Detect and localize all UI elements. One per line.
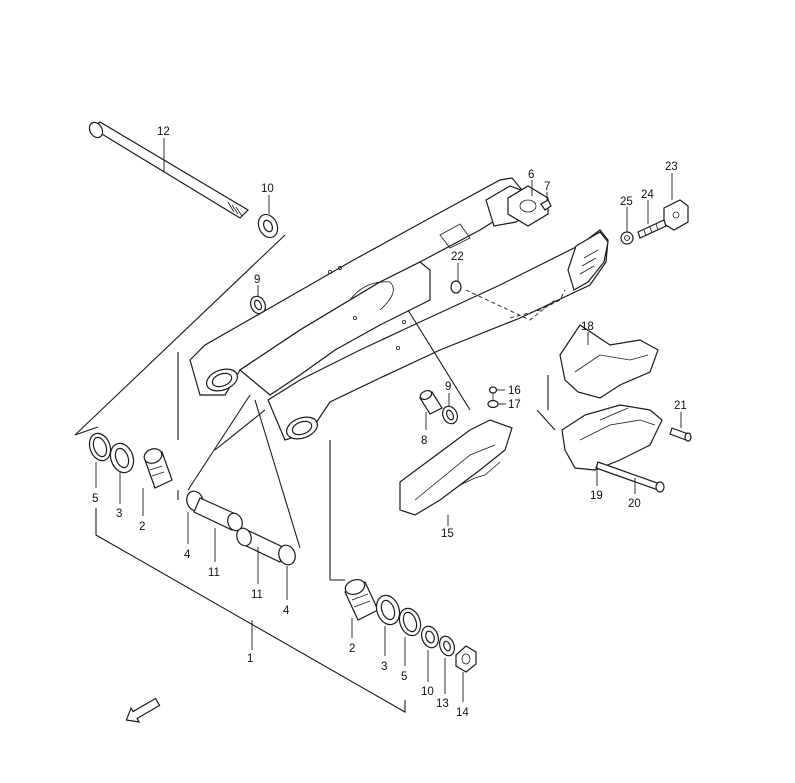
washer-17 xyxy=(487,399,499,409)
callout-25: 25 xyxy=(620,196,633,208)
callout-7: 7 xyxy=(544,181,550,193)
callout-18: 18 xyxy=(581,321,594,333)
callout-3-left: 3 xyxy=(116,508,122,520)
bolt-24 xyxy=(637,219,667,239)
callout-8: 8 xyxy=(421,435,427,447)
chain-slider-15 xyxy=(399,419,513,516)
callout-23: 23 xyxy=(665,161,678,173)
callout-5-right: 5 xyxy=(401,671,407,683)
callout-13: 13 xyxy=(436,698,449,710)
chain-adjuster-plate xyxy=(507,185,552,227)
assembly-lines xyxy=(74,234,406,713)
callout-11-left: 11 xyxy=(208,567,220,579)
callout-15: 15 xyxy=(441,528,454,540)
callout-10-top: 10 xyxy=(261,183,274,195)
callout-labels: 1 2 2 3 3 4 4 5 5 6 7 8 9 9 10 10 11 11 … xyxy=(92,126,687,719)
collar-22 xyxy=(450,280,462,294)
callout-12: 12 xyxy=(157,126,170,138)
callout-1: 1 xyxy=(247,653,253,665)
right-bearing-set xyxy=(344,578,477,673)
callout-16: 16 xyxy=(508,385,521,397)
callout-14: 14 xyxy=(456,707,469,719)
callout-17: 17 xyxy=(508,399,521,411)
callout-11-right: 11 xyxy=(251,589,263,601)
callout-9-right: 9 xyxy=(445,381,451,393)
callout-2-right: 2 xyxy=(349,643,355,655)
callout-22: 22 xyxy=(451,251,464,263)
chain-adjuster-23 xyxy=(663,199,689,231)
left-bearing-set xyxy=(88,432,173,489)
fwd-label: FWD xyxy=(138,703,155,717)
callout-6: 6 xyxy=(528,169,534,181)
callout-2-left: 2 xyxy=(139,521,145,533)
collar-8 xyxy=(419,389,443,415)
callout-5-left: 5 xyxy=(92,493,98,505)
leader-lines xyxy=(95,138,682,702)
callout-4-right: 4 xyxy=(283,605,290,617)
chain-guide-18 xyxy=(559,324,659,399)
washer-9-right xyxy=(442,405,458,425)
pivot-shaft xyxy=(88,121,249,219)
bolt-21 xyxy=(669,427,692,442)
callout-19: 19 xyxy=(590,490,603,502)
callout-3-right: 3 xyxy=(381,661,387,673)
fwd-arrow-icon: FWD xyxy=(125,697,161,723)
bolt-20 xyxy=(595,461,665,493)
callout-4-left: 4 xyxy=(184,549,191,561)
callout-24: 24 xyxy=(641,189,654,201)
washer-9-left xyxy=(250,295,266,315)
washer-10-top xyxy=(257,213,279,239)
callout-9-left: 9 xyxy=(254,274,260,286)
callout-10-bottom: 10 xyxy=(421,686,434,698)
collar-set-middle xyxy=(186,490,296,566)
chain-guide-19 xyxy=(561,404,663,471)
callout-20: 20 xyxy=(628,498,641,510)
screw-16 xyxy=(488,386,498,400)
callout-21: 21 xyxy=(674,400,687,412)
nut-25 xyxy=(620,231,634,245)
swingarm-body xyxy=(189,177,609,441)
